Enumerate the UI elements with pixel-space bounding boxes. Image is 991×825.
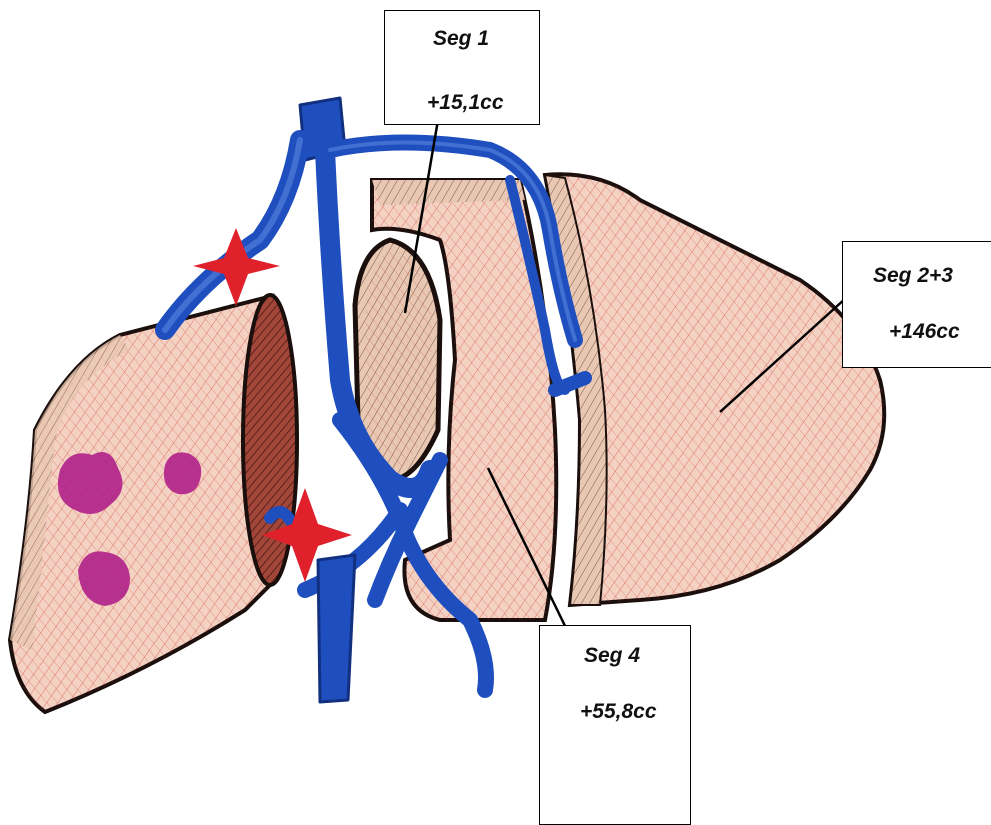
segment-4-volume: +55,8cc (580, 700, 657, 724)
segment-1-label-box: Seg 1 +15,1cc (384, 10, 540, 125)
segment-2-3-name: Seg 2+3 (873, 264, 953, 288)
segment-4-name: Seg 4 (584, 644, 640, 668)
segment-4-label-box: Seg 4 +55,8cc (539, 625, 691, 825)
right-liver-lobe (10, 295, 297, 712)
segment-2-3-volume: +146cc (889, 320, 960, 344)
segment-2-3 (545, 174, 884, 605)
segment-2-3-label-box: Seg 2+3 +146cc (842, 241, 991, 368)
segment-1-name: Seg 1 (433, 27, 489, 51)
segment-1-volume: +15,1cc (427, 91, 504, 115)
